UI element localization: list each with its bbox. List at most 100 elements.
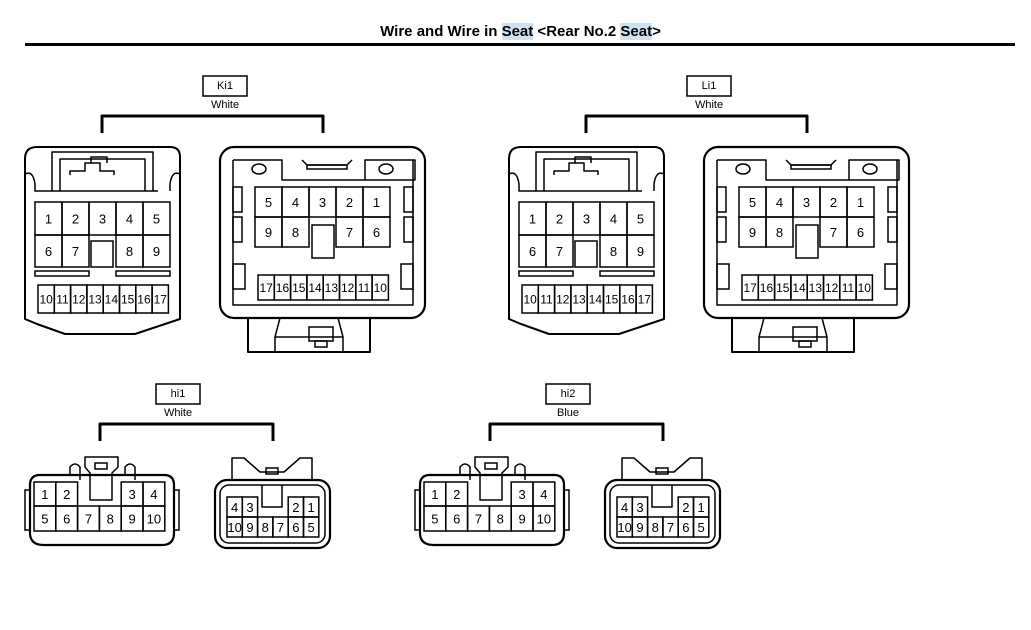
pin-label: 1 (41, 487, 48, 502)
pin-cell (626, 234, 655, 268)
pin-label: 4 (610, 212, 617, 227)
title-rule (25, 43, 1015, 46)
connector-code-box (155, 383, 201, 405)
side-rib (887, 216, 898, 243)
pin-label: 3 (99, 212, 106, 227)
pin-label: 3 (128, 487, 135, 502)
pin-label: 8 (776, 225, 783, 240)
pin-cell (765, 216, 794, 248)
pin-label: 1 (308, 500, 315, 515)
key-slot (311, 224, 335, 259)
pin-label: 10 (147, 512, 161, 527)
bottom-tab (314, 340, 328, 348)
pin-label: 10 (617, 520, 631, 535)
pin-label: 11 (540, 293, 553, 307)
rib (34, 270, 90, 277)
pin-cell (61, 234, 90, 268)
housing-outline (24, 146, 181, 335)
pin-label: 12 (341, 281, 355, 295)
pin-cell (302, 516, 320, 538)
side-rib (887, 186, 898, 213)
bottom-tab (798, 340, 812, 348)
connector-code-box (202, 75, 248, 97)
rib (518, 270, 574, 277)
pin-label: 4 (292, 195, 299, 210)
bottom-latch (731, 318, 855, 353)
connector-color: White (164, 407, 192, 419)
page-title: Wire and Wire in Seat <Rear No.2 Seat> (0, 23, 1031, 40)
housing-inner (717, 159, 900, 181)
pin-label: 12 (556, 293, 570, 307)
pin-label: 1 (698, 500, 705, 515)
pin-label: 15 (292, 281, 306, 295)
housing-outline (218, 145, 427, 320)
housing-outline (28, 473, 176, 547)
pin-cell (692, 516, 710, 538)
pin-label: 5 (749, 195, 756, 210)
title-text: <Rear No.2 (533, 23, 621, 40)
pin-cell (362, 216, 391, 248)
lock-tab (790, 164, 832, 170)
pin-label: 3 (583, 212, 590, 227)
pin-label: 6 (857, 225, 864, 240)
lock-tab (306, 164, 348, 170)
pin-label: 6 (292, 520, 299, 535)
pin-label: 14 (589, 293, 603, 307)
pin-label: 1 (373, 195, 380, 210)
title-text: Wire and Wire in (380, 23, 502, 40)
housing-outline (603, 478, 722, 550)
housing-detail (508, 172, 642, 192)
pin-label: 8 (497, 512, 504, 527)
pin-label: 2 (292, 500, 299, 515)
pin-label: 12 (72, 293, 86, 307)
pin-cell (855, 274, 874, 301)
pin-label: 2 (72, 212, 79, 227)
pin-label: 1 (529, 212, 536, 227)
side-rib (716, 263, 730, 290)
lock-tab (69, 162, 115, 175)
pin-label: 10 (858, 281, 872, 295)
pin-label: 7 (85, 512, 92, 527)
side-rib (400, 263, 414, 290)
side-rib (716, 186, 727, 213)
connector-code-box (545, 383, 591, 405)
connector-code-box (686, 75, 732, 97)
pin-label: 1 (857, 195, 864, 210)
pin-label: 10 (39, 293, 53, 307)
pin-label: 6 (682, 520, 689, 535)
side-rib (414, 489, 421, 531)
lock-tab (655, 467, 669, 475)
bottom-latch-inner (274, 317, 344, 338)
pin-label: 7 (475, 512, 482, 527)
pin-cell (532, 505, 556, 532)
pin-label: 4 (150, 487, 157, 502)
housing-outline (508, 146, 665, 335)
pin-label: 8 (126, 244, 133, 259)
pin-label: 4 (776, 195, 783, 210)
side-rib (563, 489, 570, 531)
pin-label: 5 (698, 520, 705, 535)
housing-detail (653, 172, 665, 191)
bottom-latch-inner (758, 317, 828, 338)
pin-cell (142, 505, 166, 532)
connector-color: White (695, 99, 723, 111)
pin-label: 5 (431, 512, 438, 527)
pin-label: 4 (126, 212, 133, 227)
pin-label: 13 (325, 281, 339, 295)
pin-label: 2 (556, 212, 563, 227)
pin-label: 2 (682, 500, 689, 515)
pin-label: 17 (743, 281, 757, 295)
latch-arm (69, 463, 136, 480)
guide-hole (378, 163, 394, 175)
title-text: > (652, 23, 661, 40)
pin-label: 14 (308, 281, 322, 295)
pin-label: 7 (830, 225, 837, 240)
lock-tab (84, 456, 119, 501)
lock-tab (94, 462, 108, 470)
pin-label: 17 (638, 293, 652, 307)
lock-tab (574, 156, 592, 163)
